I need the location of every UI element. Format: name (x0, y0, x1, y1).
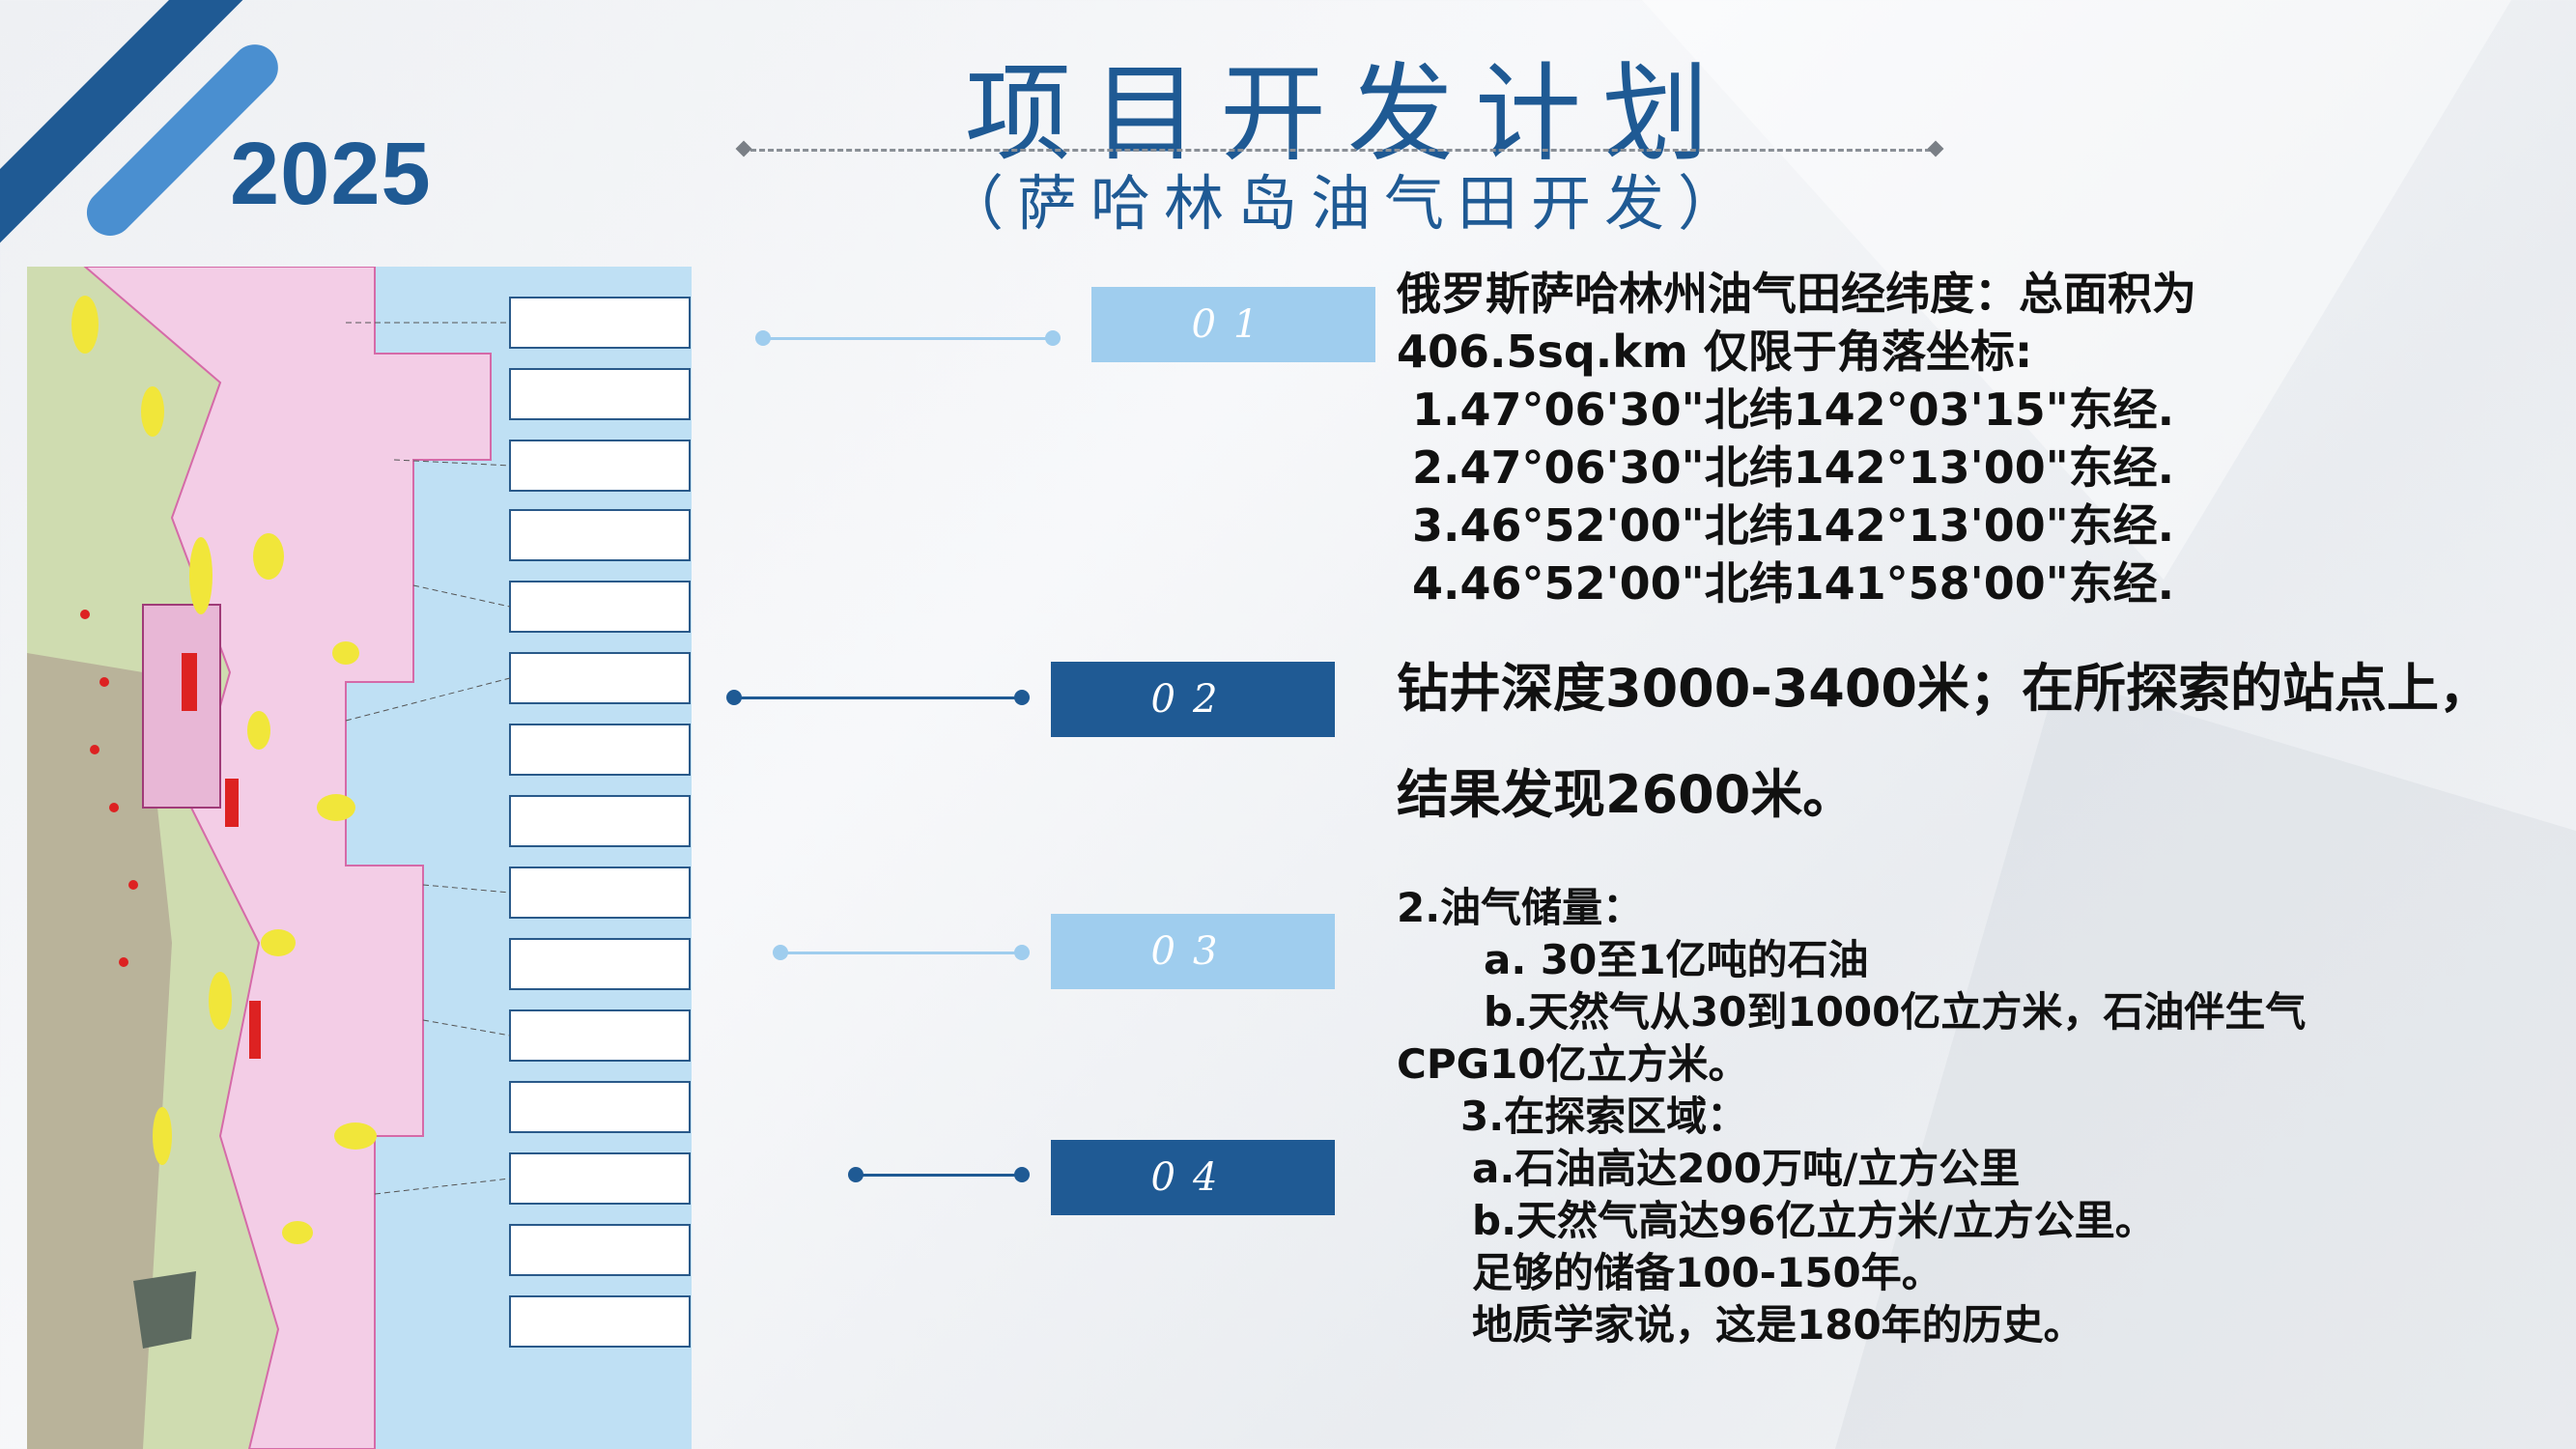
reserves-line: a. 30至1亿吨的石油 (1484, 936, 1869, 983)
reserves-line: 地质学家说，这是180年的历史。 (1472, 1301, 2084, 1349)
connector-line-03 (780, 952, 1022, 954)
reserves-line: CPG10亿立方米。 (1397, 1040, 1749, 1088)
coordinates-line: 2.47°06'30"北纬142°13'00"东经. (1397, 441, 2175, 494)
reserves-line: b.天然气从30到1000亿立方米，石油伴生气 (1484, 988, 2307, 1036)
connector-dot-01-end (1045, 330, 1061, 346)
drilling-line: 结果发现2600米。 (1397, 764, 1855, 825)
reserves-line: a.石油高达200万吨/立方公里 (1472, 1145, 2021, 1192)
year-label: 2025 (230, 125, 432, 223)
coordinates-line: 406.5sq.km 仅限于角落坐标: (1397, 326, 2033, 378)
reserves-line: 足够的储备100-150年。 (1472, 1249, 1942, 1296)
sakhalin-map-image (27, 267, 692, 1449)
coordinates-line: 3.46°52'00"北纬142°13'00"东经. (1397, 499, 2175, 552)
reserves-line: b.天然气高达96亿立方米/立方公里。 (1472, 1197, 2156, 1244)
connector-dot-04-end (1014, 1167, 1030, 1182)
page-subtitle: （萨哈林岛油气田开发） (943, 168, 1751, 239)
connector-line-01 (763, 337, 1053, 340)
marker-02: 02 (1051, 662, 1335, 737)
title-divider (742, 149, 1939, 152)
reserves-line: 2.油气储量： (1397, 884, 1644, 931)
connector-line-02 (734, 696, 1022, 699)
coordinates-line: 俄罗斯萨哈林州油气田经纬度：总面积为 (1397, 268, 2196, 320)
connector-dot-03-end (1014, 945, 1030, 960)
coordinates-line: 4.46°52'00"北纬141°58'00"东经. (1397, 557, 2175, 610)
marker-01: 01 (1091, 287, 1375, 362)
connector-dot-02-end (1014, 690, 1030, 705)
marker-04: 04 (1051, 1140, 1335, 1215)
drilling-line: 钻井深度3000-3400米；在所探索的站点上， (1397, 658, 2491, 719)
marker-03: 03 (1051, 914, 1335, 989)
page-title: 项目开发计划 (965, 52, 1730, 176)
connector-line-04 (856, 1174, 1022, 1177)
reserves-line: 3.在探索区域： (1460, 1093, 1748, 1140)
coordinates-line: 1.47°06'30"北纬142°03'15"东经. (1397, 384, 2175, 436)
